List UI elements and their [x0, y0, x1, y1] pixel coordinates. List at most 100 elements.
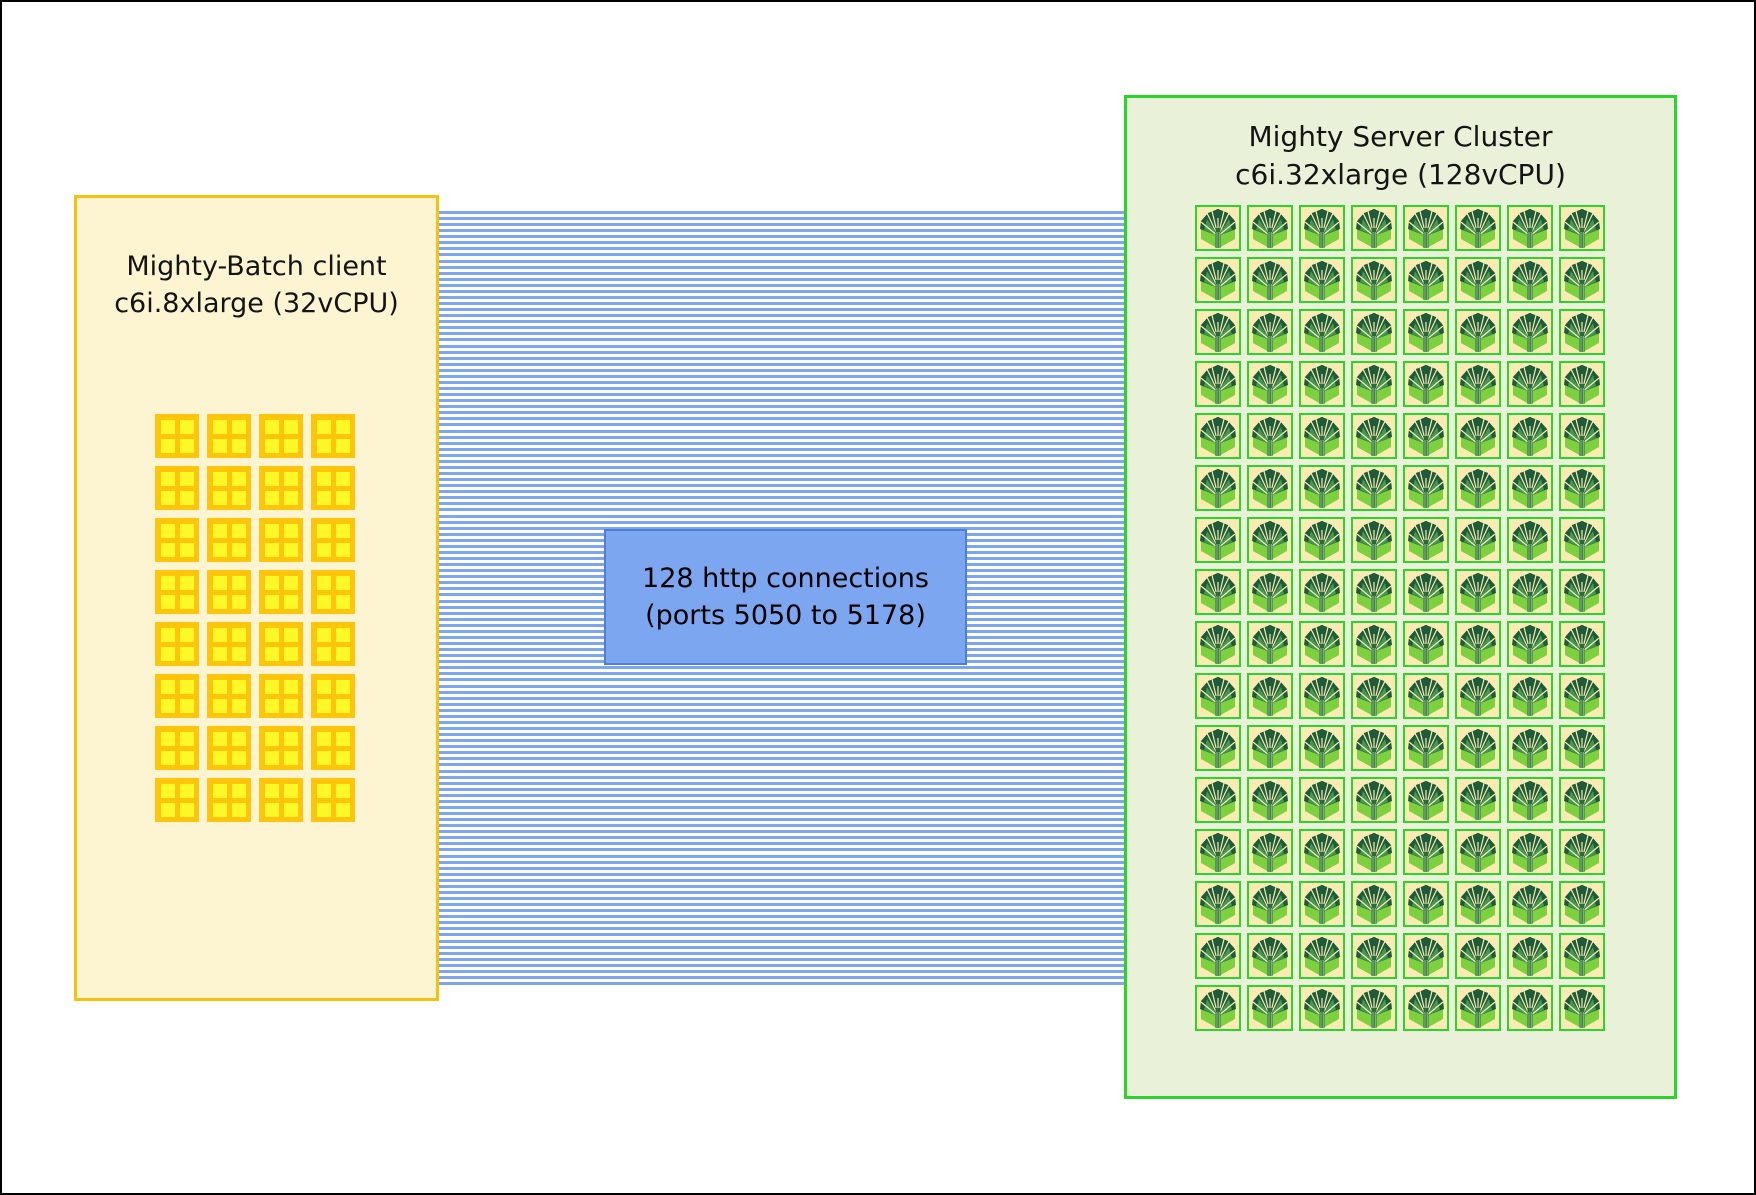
server-vcpu-tile: [1351, 777, 1397, 823]
mighty-tree-icon: [1512, 209, 1548, 248]
cpu-core: [283, 438, 298, 453]
cpu-core: [264, 802, 279, 817]
http-connection-line: [439, 405, 1124, 409]
server-vcpu-tile: [1195, 413, 1241, 459]
http-connection-line: [439, 289, 1124, 293]
http-connection-line: [439, 484, 1124, 488]
cpu-core: [264, 783, 279, 798]
server-vcpu-tile: [1455, 361, 1501, 407]
server-vcpu-tile: [1455, 257, 1501, 303]
cpu-core: [212, 802, 227, 817]
mighty-tree-icon: [1252, 781, 1288, 820]
server-vcpu-tile: [1195, 621, 1241, 667]
cpu-chip-icon: [207, 570, 251, 614]
mighty-tree-icon: [1200, 261, 1236, 300]
mighty-tree-icon: [1200, 677, 1236, 716]
mighty-tree-icon: [1200, 469, 1236, 508]
http-connection-line: [439, 350, 1124, 354]
http-connection-line: [439, 344, 1124, 348]
cpu-core: [283, 523, 298, 538]
mighty-tree-icon: [1564, 365, 1600, 404]
server-vcpu-tile: [1195, 725, 1241, 771]
mighty-tree-icon: [1356, 521, 1392, 560]
server-vcpu-tile: [1403, 777, 1449, 823]
http-connection-line: [439, 447, 1124, 451]
server-vcpu-tile: [1455, 621, 1501, 667]
http-connection-line: [439, 678, 1124, 682]
server-vcpu-tile: [1507, 829, 1553, 875]
http-connection-line: [439, 787, 1124, 791]
http-connection-line: [439, 356, 1124, 360]
server-vcpu-tile: [1455, 465, 1501, 511]
cpu-core: [316, 490, 331, 505]
http-connection-line: [439, 842, 1124, 846]
http-connection-line: [439, 526, 1124, 530]
server-vcpu-tile: [1403, 517, 1449, 563]
cpu-core: [283, 471, 298, 486]
cpu-chip-icon: [155, 622, 199, 666]
server-vcpu-tile: [1455, 673, 1501, 719]
mighty-tree-icon: [1304, 625, 1340, 664]
cpu-chip-icon: [207, 622, 251, 666]
mighty-tree-icon: [1200, 885, 1236, 924]
mighty-tree-icon: [1408, 261, 1444, 300]
cpu-core: [316, 731, 331, 746]
server-vcpu-tile: [1351, 725, 1397, 771]
server-vcpu-tile: [1559, 621, 1605, 667]
server-vcpu-tile: [1247, 881, 1293, 927]
cpu-core: [160, 783, 175, 798]
mighty-tree-icon: [1512, 365, 1548, 404]
server-vcpu-tile: [1507, 413, 1553, 459]
mighty-tree-icon: [1460, 313, 1496, 352]
http-connection-line: [439, 332, 1124, 336]
cpu-core: [212, 594, 227, 609]
mighty-tree-icon: [1512, 313, 1548, 352]
http-connection-line: [439, 878, 1124, 882]
mighty-tree-icon: [1252, 729, 1288, 768]
http-connection-line: [439, 368, 1124, 372]
mighty-tree-icon: [1512, 677, 1548, 716]
mighty-tree-icon: [1356, 937, 1392, 976]
mighty-tree-icon: [1512, 781, 1548, 820]
http-connection-line: [439, 757, 1124, 761]
server-vcpu-tile: [1299, 621, 1345, 667]
http-connection-line: [439, 939, 1124, 943]
server-vcpu-tile: [1455, 309, 1501, 355]
mighty-tree-icon: [1460, 209, 1496, 248]
server-vcpu-tile: [1247, 413, 1293, 459]
server-vcpu-tile: [1247, 673, 1293, 719]
server-vcpu-tile: [1299, 673, 1345, 719]
http-connection-line: [439, 308, 1124, 312]
server-vcpu-tile: [1455, 517, 1501, 563]
http-connection-line: [439, 793, 1124, 797]
cpu-core: [231, 575, 246, 590]
http-connection-line: [439, 472, 1124, 476]
mighty-tree-icon: [1564, 833, 1600, 872]
cpu-chip-icon: [207, 518, 251, 562]
http-connection-line: [439, 963, 1124, 967]
server-vcpu-tile: [1299, 205, 1345, 251]
http-connection-line: [439, 217, 1124, 221]
cpu-core: [231, 627, 246, 642]
mighty-tree-icon: [1200, 573, 1236, 612]
cpu-core: [179, 679, 194, 694]
cpu-core: [335, 523, 350, 538]
http-connection-line: [439, 812, 1124, 816]
http-connection-line: [439, 429, 1124, 433]
cpu-core: [283, 802, 298, 817]
http-connection-line: [439, 338, 1124, 342]
mighty-tree-icon: [1200, 937, 1236, 976]
client-title-line2: c6i.8xlarge (32vCPU): [114, 288, 399, 319]
http-connection-line: [439, 727, 1124, 731]
http-connection-line: [439, 295, 1124, 299]
cpu-chip-icon: [259, 674, 303, 718]
client-vcpu-grid: [155, 414, 355, 822]
server-vcpu-tile: [1351, 257, 1397, 303]
server-vcpu-tile: [1195, 933, 1241, 979]
cpu-chip-icon: [311, 570, 355, 614]
server-vcpu-tile: [1455, 569, 1501, 615]
cpu-core: [212, 419, 227, 434]
cpu-core: [335, 594, 350, 609]
cpu-chip-icon: [155, 414, 199, 458]
server-vcpu-tile: [1559, 569, 1605, 615]
